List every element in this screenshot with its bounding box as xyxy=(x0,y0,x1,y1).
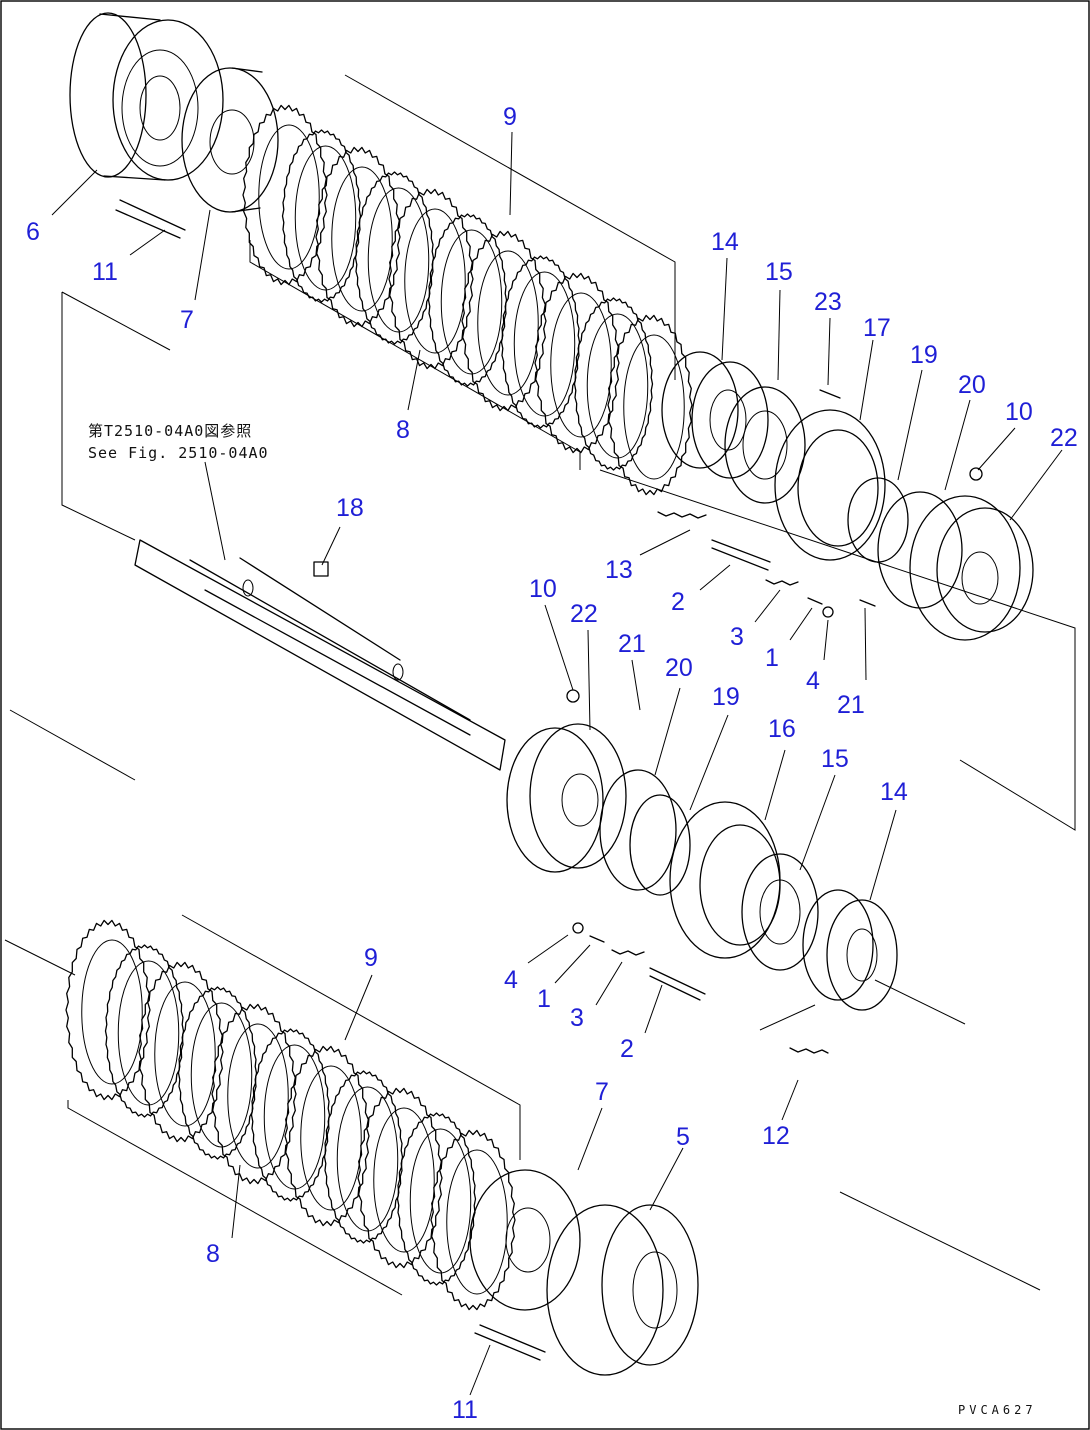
upper-leader-box xyxy=(599,469,1076,831)
upper-end-plate-7 xyxy=(181,67,279,213)
drawing-code: PVCA627 xyxy=(958,1403,1037,1417)
callout-18: 18 xyxy=(336,494,364,522)
callout-23: 23 xyxy=(814,288,842,316)
upper-spring-pin-set xyxy=(657,511,876,618)
upper-cylinder-22 xyxy=(909,495,1034,641)
middle-seal-20 xyxy=(599,769,677,891)
upper-clutch-housing-6 xyxy=(69,12,224,181)
middle-spring-pin-set xyxy=(572,922,706,1001)
reference-note-english: See Fig. 2510-04A0 xyxy=(88,444,269,462)
lower-clutch-discs-8-9 xyxy=(65,919,516,1311)
shaft xyxy=(134,539,506,771)
callout-20-top: 20 xyxy=(958,371,986,399)
upper-hub-14 xyxy=(661,351,769,479)
callout-9-bot: 9 xyxy=(364,944,378,972)
callout-8-bot: 8 xyxy=(206,1240,220,1268)
callout-7-top: 7 xyxy=(180,306,194,334)
plug-18 xyxy=(313,561,329,577)
upper-bolt-11 xyxy=(115,199,186,239)
upper-piston-17 xyxy=(774,409,886,561)
lower-center-line xyxy=(4,939,76,976)
callout-19-mid: 19 xyxy=(712,683,740,711)
callout-20-mid: 20 xyxy=(665,654,693,682)
callout-13: 13 xyxy=(605,556,633,584)
middle-center-line xyxy=(874,979,966,1025)
callout-22-top: 22 xyxy=(1050,424,1078,452)
callout-1-top: 1 xyxy=(765,644,779,672)
spring-12 xyxy=(789,1047,829,1054)
callout-16: 16 xyxy=(768,715,796,743)
callout-4-top: 4 xyxy=(806,667,820,695)
callout-11-bot: 11 xyxy=(452,1396,478,1424)
callout-15-mid: 15 xyxy=(821,745,849,773)
callout-3-bot: 3 xyxy=(570,1004,584,1032)
callout-9-top: 9 xyxy=(503,103,517,131)
lower-clutch-housing-5 xyxy=(546,1204,699,1376)
callout-10-top: 10 xyxy=(1005,398,1033,426)
callout-8-top: 8 xyxy=(396,416,410,444)
callout-12: 12 xyxy=(762,1122,790,1150)
upper-seal-20 xyxy=(877,491,963,609)
middle-ring-15 xyxy=(741,853,819,971)
lower-bolt-11 xyxy=(474,1324,546,1361)
upper-disc-bracket xyxy=(249,74,676,470)
lower-right-center-line xyxy=(839,1191,1041,1291)
lower-disc-bracket xyxy=(67,914,521,1296)
callout-5: 5 xyxy=(676,1123,690,1151)
middle-seal-19 xyxy=(629,794,691,896)
callout-22-mid: 22 xyxy=(570,600,598,628)
callout-14-top: 14 xyxy=(711,228,739,256)
shaft-leader xyxy=(61,291,171,541)
reference-note-japanese: 第T2510-04A0図参照 xyxy=(88,422,252,440)
callout-2-top: 2 xyxy=(671,588,685,616)
callout-10-mid: 10 xyxy=(529,575,557,603)
spring-leader xyxy=(759,1004,816,1031)
middle-plug-10 xyxy=(566,689,580,703)
middle-cylinder-22 xyxy=(506,723,627,873)
callout-1-bot: 1 xyxy=(537,985,551,1013)
callout-15-top: 15 xyxy=(765,258,793,286)
leader-lines xyxy=(51,131,1063,1396)
callout-2-bot: 2 xyxy=(620,1035,634,1063)
left-center-line xyxy=(9,709,136,781)
pin-23 xyxy=(819,389,841,399)
callout-21-right: 21 xyxy=(837,691,865,719)
callout-17: 17 xyxy=(863,314,891,342)
middle-hub-14 xyxy=(802,889,898,1011)
lower-end-plate-7 xyxy=(469,1169,581,1311)
callout-21-mid: 21 xyxy=(618,630,646,658)
callout-6: 6 xyxy=(26,218,40,246)
upper-plug-10 xyxy=(969,467,983,481)
callout-19-top: 19 xyxy=(910,341,938,369)
upper-clutch-discs-8-9 xyxy=(242,104,693,496)
piston-16 xyxy=(669,801,781,959)
callout-14-mid: 14 xyxy=(880,778,908,806)
upper-ring-15 xyxy=(724,386,806,504)
callout-4-bot: 4 xyxy=(504,966,518,994)
callout-7-bot: 7 xyxy=(595,1078,609,1106)
callout-3-top: 3 xyxy=(730,623,744,651)
callout-11-top: 11 xyxy=(92,258,118,286)
